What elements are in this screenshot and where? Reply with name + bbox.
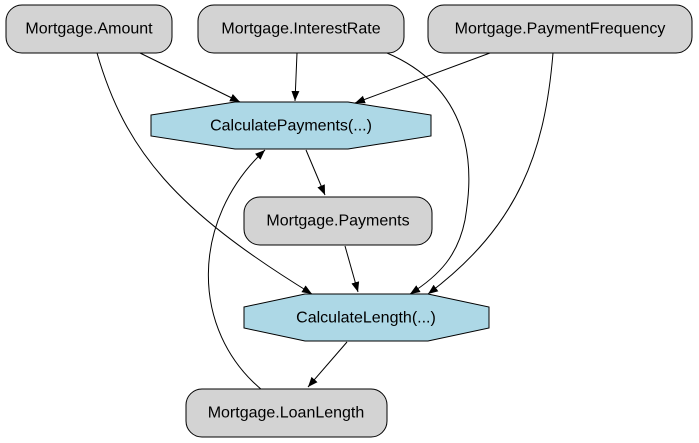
node-label: Mortgage.PaymentFrequency: [455, 21, 666, 38]
edge-interest-rate-to-calculate-length: [386, 52, 470, 295]
node-label: Mortgage.Payments: [266, 213, 409, 230]
edge-payments-to-calculate-length: [344, 245, 360, 293]
edge-calculate-payments-to-payments: [305, 149, 326, 196]
node-shape: [243, 196, 433, 246]
node-label: Mortgage.Amount: [25, 21, 153, 38]
node-mortgage-payments[interactable]: Mortgage.Payments: [243, 196, 433, 246]
node-mortgage-payment-frequency[interactable]: Mortgage.PaymentFrequency: [427, 4, 693, 54]
node-shape: [150, 101, 432, 150]
node-label: CalculatePayments(...): [210, 118, 372, 135]
edge-amount-to-calculate-payments: [139, 52, 241, 103]
node-mortgage-interest-rate[interactable]: Mortgage.InterestRate: [197, 4, 405, 54]
node-shape: [243, 293, 490, 342]
node-mortgage-amount[interactable]: Mortgage.Amount: [5, 4, 173, 54]
edges: [96, 52, 554, 391]
node-calculate-payments[interactable]: CalculatePayments(...): [150, 101, 432, 150]
node-shape: [197, 4, 405, 54]
node-shape: [185, 388, 388, 438]
node-label: CalculateLength(...): [296, 310, 436, 327]
node-shape: [427, 4, 693, 54]
edge-payment-frequency-to-calculate-length: [427, 52, 554, 295]
edge-payment-frequency-to-calculate-payments: [354, 52, 491, 104]
edge-loan-length-to-calculate-payments: [207, 149, 266, 391]
edge-amount-to-calculate-length: [96, 52, 313, 295]
edge-calculate-length-to-loan-length: [307, 341, 348, 388]
node-shape: [5, 4, 173, 54]
node-mortgage-loan-length[interactable]: Mortgage.LoanLength: [185, 388, 388, 438]
node-label: Mortgage.LoanLength: [208, 405, 365, 422]
node-label: Mortgage.InterestRate: [221, 21, 380, 38]
edge-interest-rate-to-calculate-payments: [291, 52, 300, 102]
node-calculate-length[interactable]: CalculateLength(...): [243, 293, 490, 342]
